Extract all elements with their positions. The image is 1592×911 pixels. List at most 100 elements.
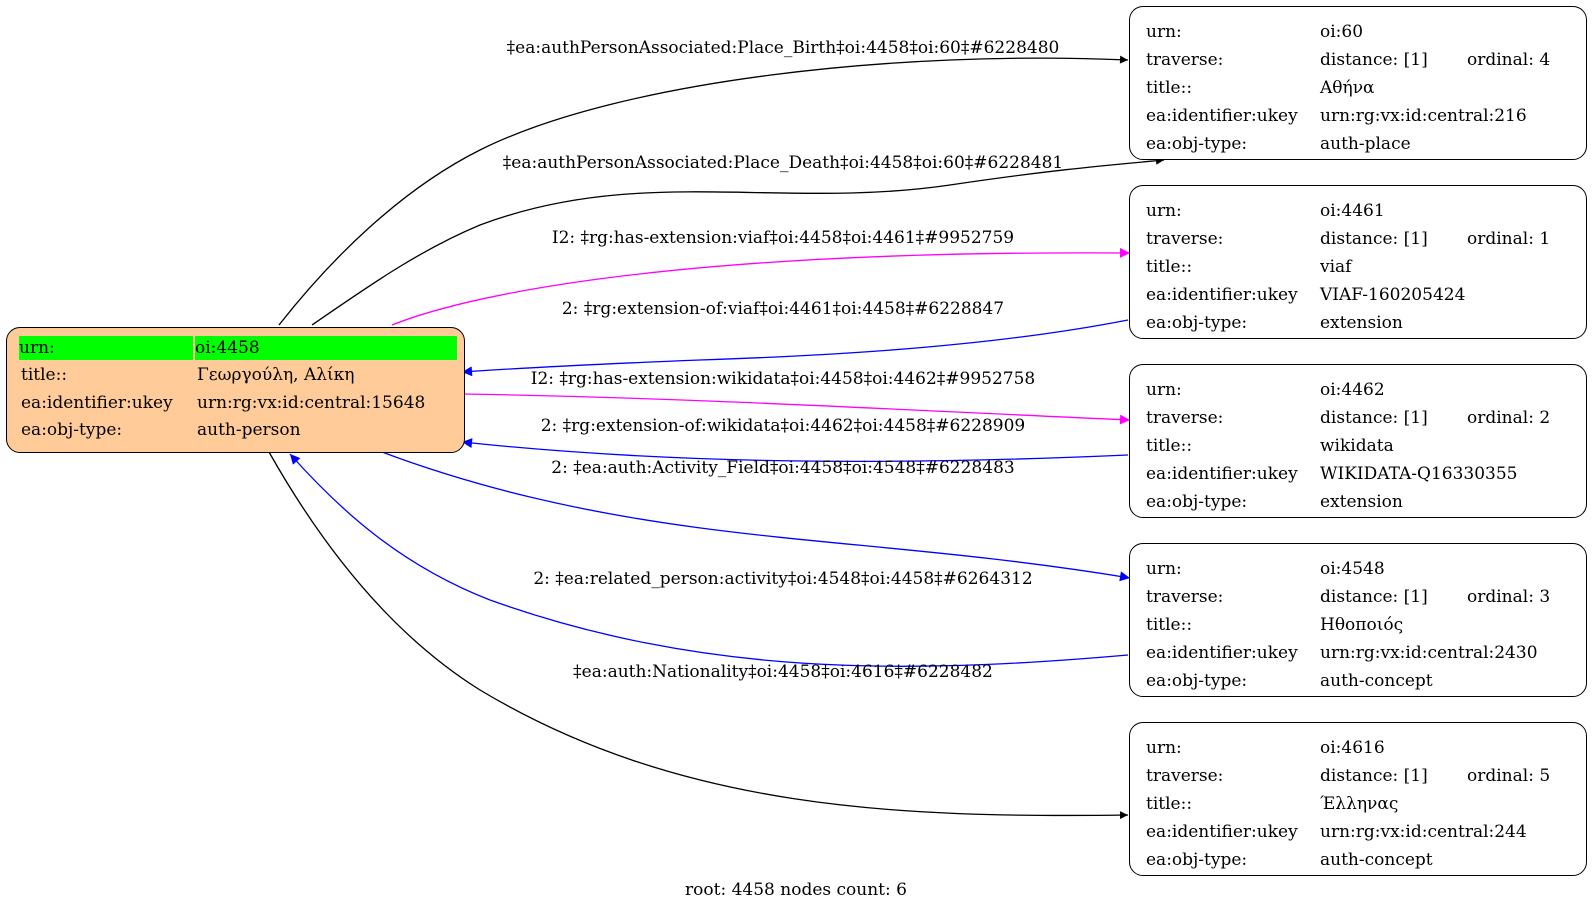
- edge-extension-of-wikidata: 2: ‡rg:extension-of:wikidata‡oi:4462‡oi:…: [461, 416, 1129, 463]
- field-value: urn:rg:vx:id:central:216: [1320, 106, 1527, 126]
- field-value: distance: [1]: [1320, 766, 1428, 786]
- edge-path: [278, 55, 1129, 326]
- field-value: oi:4462: [1320, 380, 1385, 400]
- node-oi-4616[interactable]: urn: oi:4616 traverse: distance: [1] ordina…: [1129, 722, 1587, 876]
- field-key: ea:obj-type:: [1146, 134, 1248, 154]
- edge-extension-of-viaf: 2: ‡rg:extension-of:viaf‡oi:4461‡oi:4458…: [461, 299, 1129, 377]
- field-value: Έλληνας: [1320, 794, 1399, 814]
- field-value: ordinal: 1: [1467, 229, 1551, 249]
- field-key: ea:obj-type:: [21, 420, 123, 440]
- edge-label: I2: ‡rg:has-extension:wikidata‡oi:4458‡o…: [531, 369, 1036, 389]
- edge-label: I2: ‡rg:has-extension:viaf‡oi:4458‡oi:44…: [552, 228, 1014, 248]
- edge-label: 2: ‡ea:related_person:activity‡oi:4548‡o…: [533, 569, 1032, 589]
- edge-related-person-activity: 2: ‡ea:related_person:activity‡oi:4548‡o…: [289, 453, 1129, 667]
- field-key: traverse:: [1146, 587, 1224, 607]
- field-value: distance: [1]: [1320, 408, 1428, 428]
- field-value: distance: [1]: [1320, 50, 1428, 70]
- field-key: title::: [1146, 615, 1193, 635]
- field-value: auth-person: [197, 420, 301, 440]
- field-value: viaf: [1320, 257, 1352, 277]
- root-row-urn: urn: oi:4458: [7, 335, 464, 361]
- field-key: traverse:: [1146, 408, 1224, 428]
- field-key: title::: [1146, 794, 1193, 814]
- edge-label: 2: ‡ea:auth:Activity_Field‡oi:4458‡oi:45…: [551, 458, 1014, 478]
- field-value: extension: [1320, 492, 1403, 512]
- field-key: ea:identifier:ukey: [1146, 464, 1298, 484]
- field-value: Ηθοποιός: [1320, 615, 1404, 635]
- field-key: title::: [1146, 257, 1193, 277]
- field-value: urn:rg:vx:id:central:15648: [197, 393, 426, 413]
- field-key: ea:obj-type:: [1146, 313, 1248, 333]
- edge-place-birth: ‡ea:authPersonAssociated:Place_Birth‡oi:…: [278, 38, 1129, 326]
- node-oi-4548[interactable]: urn: oi:4548 traverse: distance: [1] ordina…: [1129, 543, 1587, 697]
- node-oi-60[interactable]: urn: oi:60 traverse: distance: [1] ordinal:…: [1129, 6, 1587, 160]
- field-key: ea:obj-type:: [1146, 671, 1248, 691]
- edge-label: 2: ‡rg:extension-of:viaf‡oi:4461‡oi:4458…: [562, 299, 1004, 319]
- field-value: ordinal: 3: [1467, 587, 1551, 607]
- field-key: urn:: [1146, 201, 1182, 221]
- edge-place-death: ‡ea:authPersonAssociated:Place_Death‡oi:…: [311, 153, 1165, 326]
- root-node[interactable]: urn: oi:4458 title:: Γεωργούλη, Αλίκη ea…: [6, 327, 465, 453]
- field-value: WIKIDATA-Q16330355: [1320, 464, 1518, 484]
- field-key: ea:identifier:ukey: [1146, 643, 1298, 663]
- field-value: oi:4548: [1320, 559, 1385, 579]
- field-key: title::: [1146, 78, 1193, 98]
- edge-path: [381, 451, 1131, 582]
- field-value: oi:4616: [1320, 738, 1385, 758]
- field-value: oi:4461: [1320, 201, 1385, 221]
- root-row-title: title:: Γεωργούλη, Αλίκη: [7, 362, 464, 388]
- edge-label: ‡ea:authPersonAssociated:Place_Death‡oi:…: [503, 153, 1063, 173]
- field-key: traverse:: [1146, 766, 1224, 786]
- field-key: ea:obj-type:: [1146, 492, 1248, 512]
- field-key: ea:identifier:ukey: [1146, 106, 1298, 126]
- field-value: urn:rg:vx:id:central:2430: [1320, 643, 1538, 663]
- field-key: urn:: [1146, 559, 1182, 579]
- edge-path: [461, 393, 1131, 425]
- edge-label: ‡ea:authPersonAssociated:Place_Birth‡oi:…: [507, 38, 1060, 58]
- field-value: ordinal: 5: [1467, 766, 1551, 786]
- edge-label: ‡ea:auth:Nationality‡oi:4458‡oi:4616‡#62…: [573, 662, 993, 682]
- edge-path: [289, 453, 1129, 667]
- field-value: ordinal: 2: [1467, 408, 1551, 428]
- node-oi-4461[interactable]: urn: oi:4461 traverse: distance: [1] ordina…: [1129, 185, 1587, 339]
- field-key: ea:identifier:ukey: [21, 393, 173, 413]
- field-key: urn:: [1146, 738, 1182, 758]
- field-key: urn:: [1146, 380, 1182, 400]
- edge-activity-field: 2: ‡ea:auth:Activity_Field‡oi:4458‡oi:45…: [381, 451, 1131, 582]
- field-key: ea:obj-type:: [1146, 850, 1248, 870]
- node-oi-4462[interactable]: urn: oi:4462 traverse: distance: [1] ordina…: [1129, 364, 1587, 518]
- edge-path: [461, 319, 1129, 377]
- edge-path: [391, 247, 1131, 326]
- edge-nationality: ‡ea:auth:Nationality‡oi:4458‡oi:4616‡#62…: [268, 451, 1129, 820]
- graph-caption: root: 4458 nodes count: 6: [685, 880, 907, 900]
- field-key: traverse:: [1146, 50, 1224, 70]
- edge-label: 2: ‡rg:extension-of:wikidata‡oi:4462‡oi:…: [541, 416, 1026, 436]
- field-value: auth-concept: [1320, 850, 1433, 870]
- field-key: urn:: [19, 336, 193, 360]
- field-value: distance: [1]: [1320, 229, 1428, 249]
- field-key: traverse:: [1146, 229, 1224, 249]
- edge-has-extension-viaf: I2: ‡rg:has-extension:viaf‡oi:4458‡oi:44…: [391, 228, 1131, 326]
- field-value: VIAF-160205424: [1320, 285, 1466, 305]
- field-key: ea:identifier:ukey: [1146, 285, 1298, 305]
- field-key: title::: [21, 365, 68, 385]
- field-value: oi:4458: [195, 336, 457, 360]
- field-value: oi:60: [1320, 22, 1364, 42]
- field-value: Αθήνα: [1320, 78, 1375, 98]
- field-value: extension: [1320, 313, 1403, 333]
- field-key: urn:: [1146, 22, 1182, 42]
- edge-has-extension-wikidata: I2: ‡rg:has-extension:wikidata‡oi:4458‡o…: [461, 369, 1131, 425]
- root-row-ukey: ea:identifier:ukey urn:rg:vx:id:central:…: [7, 390, 464, 416]
- field-value: wikidata: [1320, 436, 1394, 456]
- edge-path: [311, 156, 1165, 326]
- field-value: auth-concept: [1320, 671, 1433, 691]
- field-key: title::: [1146, 436, 1193, 456]
- edge-path: [461, 438, 1129, 463]
- field-value: ordinal: 4: [1467, 50, 1551, 70]
- edge-path: [268, 451, 1129, 820]
- field-value: distance: [1]: [1320, 587, 1428, 607]
- field-value: Γεωργούλη, Αλίκη: [197, 365, 355, 385]
- root-row-type: ea:obj-type: auth-person: [7, 417, 464, 443]
- field-key: ea:identifier:ukey: [1146, 822, 1298, 842]
